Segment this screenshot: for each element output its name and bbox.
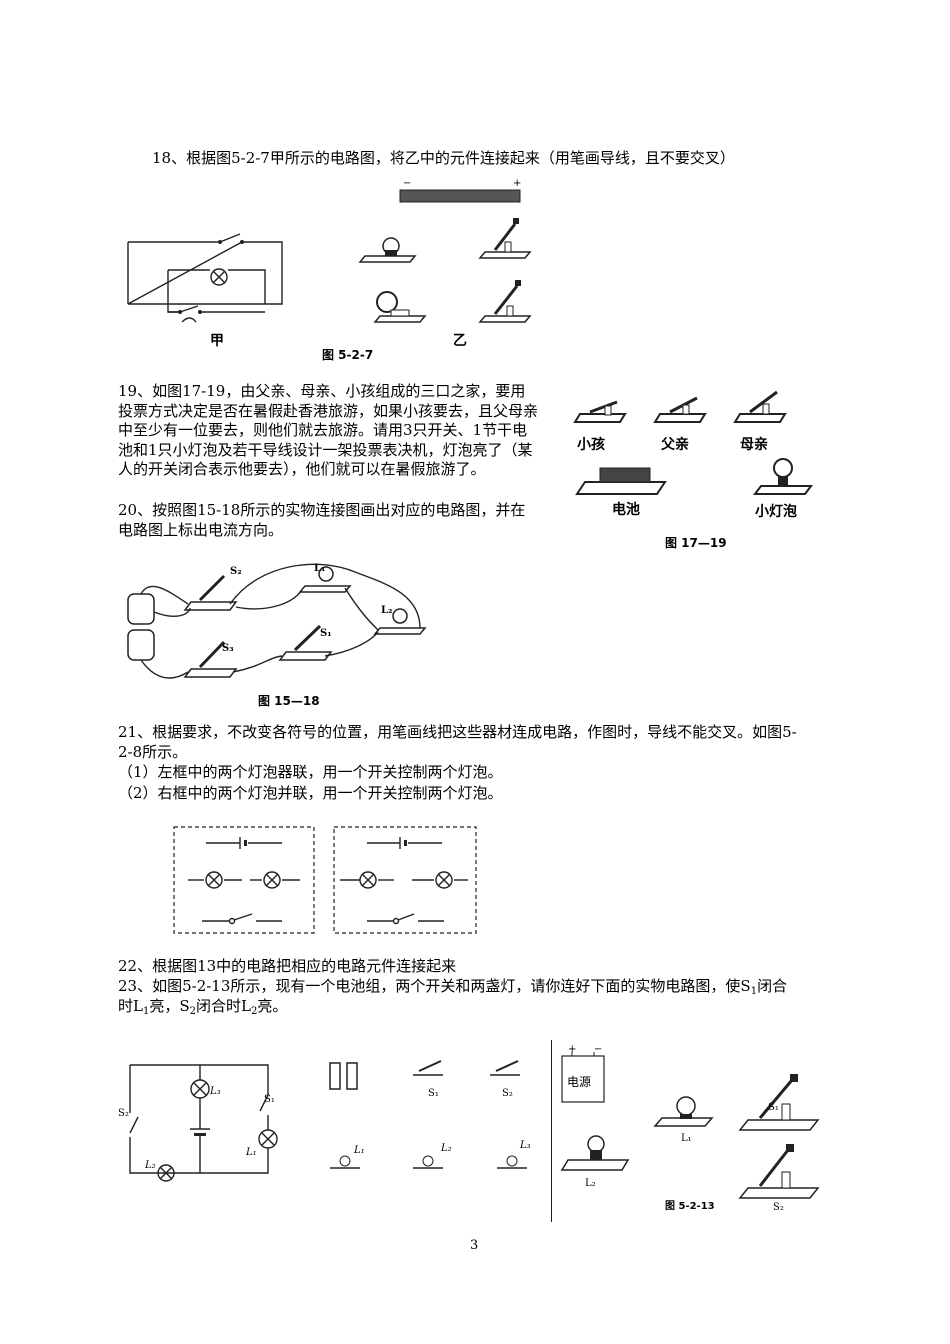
q23-s1: S₁ [768, 1102, 779, 1113]
q20-label-s1: S₁ [320, 628, 332, 639]
q21-figure [173, 826, 477, 934]
q19-label-bulb: 小灯泡 [755, 504, 797, 520]
q22-l1: L₁ [246, 1147, 257, 1158]
q23-caption: 图 5-2-13 [665, 1201, 715, 1212]
q23-line1: 23、如图5-2-13所示，现有一个电池组，两个开关和两盏灯，请你连好下面的实物… [118, 977, 788, 997]
q21-line1: 21、根据要求，不改变各符号的位置，用笔画线把这些器材连成电路，作图时，导线不能… [118, 723, 797, 741]
q19-text: 19、如图17-19，由父亲、母亲、小孩组成的三口之家，要用投票方式决定是否在暑… [118, 382, 539, 478]
q22-s1: S₁ [264, 1094, 275, 1105]
q23-power-label: 电源 [567, 1075, 592, 1089]
q18-label-jia: 甲 [210, 333, 224, 349]
svg-text:−: − [594, 1044, 602, 1055]
q19-label-battery: 电池 [612, 502, 640, 518]
q19-label-child: 小孩 [577, 437, 605, 453]
q22-s2: S₂ [118, 1108, 129, 1119]
q20-figure [127, 563, 427, 679]
q19-caption: 图 17—19 [665, 536, 727, 550]
q23-l1: L₁ [681, 1133, 692, 1144]
q18-text: 18、根据图5-2-7甲所示的电路图，将乙中的元件连接起来（用笔画导线，且不要交… [152, 149, 735, 167]
q21-line2: 2-8所示。 [118, 743, 188, 761]
q23-line2: 时L1亮，S2闭合时L2亮。 [118, 997, 288, 1017]
q22-circuit-diagram [129, 1064, 278, 1182]
q18-caption: 图 5-2-7 [322, 348, 374, 362]
q23-figure: +− [560, 1044, 820, 1199]
figure-divider [551, 1040, 552, 1222]
svg-text:−: − [403, 178, 411, 189]
q21-item1: （1）左框中的两个灯泡器联，用一个开关控制两个灯泡。 [118, 763, 503, 781]
q22-comp-l2: L₂ [441, 1143, 452, 1154]
q20-label-s2: S₂ [230, 566, 242, 577]
q20-text: 20、按照图15-18所示的实物连接图画出对应的电路图，并在电路图上标出电流方向… [118, 501, 526, 539]
q19-label-father: 父亲 [661, 437, 689, 453]
q20-label-l1: L₁ [314, 563, 326, 574]
q22-l3: L₃ [210, 1086, 221, 1097]
page-number: 3 [470, 1238, 479, 1253]
q21-item2: （2）右框中的两个灯泡并联，用一个开关控制两个灯泡。 [118, 784, 503, 802]
q22-comp-l1: L₁ [354, 1145, 365, 1156]
q20-label-s3: S₃ [222, 643, 234, 654]
q20-label-l2: L₂ [381, 605, 393, 616]
q22-components [329, 1060, 527, 1169]
svg-text:+: + [568, 1044, 576, 1055]
svg-text:+: + [513, 178, 521, 189]
q22-comp-s2: S₂ [502, 1088, 513, 1099]
q22-l2: L₂ [145, 1160, 156, 1171]
q22-text: 22、根据图13中的电路把相应的电路元件连接起来 [118, 957, 457, 975]
q18-label-yi: 乙 [453, 333, 467, 349]
q18-circuit-jia [127, 233, 283, 323]
q22-comp-s1: S₁ [428, 1088, 439, 1099]
q19-figure [573, 390, 813, 495]
q22-comp-l3: L₃ [520, 1140, 531, 1151]
q19-label-mother: 母亲 [740, 437, 768, 453]
q18-components-yi: −+ [358, 178, 532, 323]
q23-s2: S₂ [773, 1202, 784, 1213]
q20-caption: 图 15—18 [258, 694, 320, 708]
q23-l2: L₂ [585, 1178, 596, 1189]
